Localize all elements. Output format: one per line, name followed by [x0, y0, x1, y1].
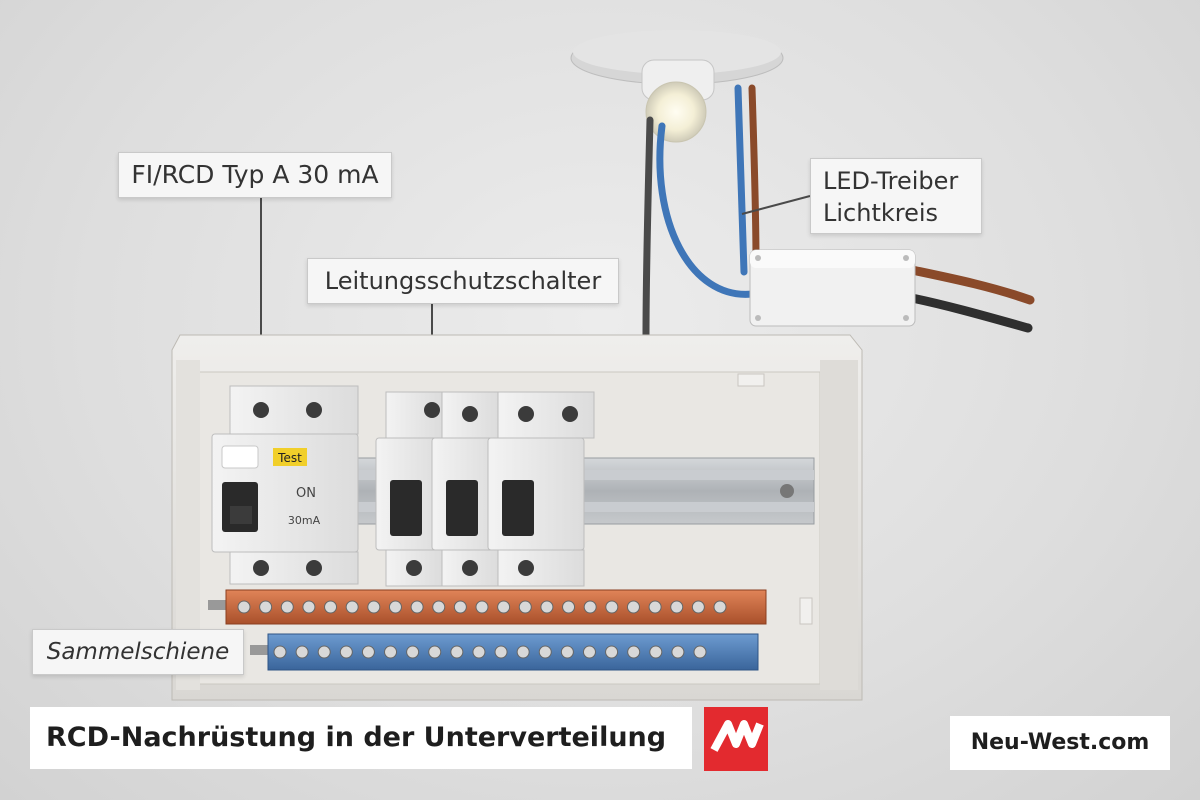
- busbar-screw: [362, 646, 374, 658]
- busbar-screw: [584, 601, 596, 613]
- busbar-screw: [389, 601, 401, 613]
- busbar-screw: [517, 646, 529, 658]
- busbar-screw: [671, 601, 683, 613]
- callout-rcd: FI/RCD Typ A 30 mA: [118, 152, 392, 198]
- busbar-screw: [473, 646, 485, 658]
- footer-site: Neu-West.com: [950, 716, 1170, 770]
- brand-logo-icon: [704, 707, 768, 771]
- busbar-screw: [583, 646, 595, 658]
- busbar-screw: [561, 646, 573, 658]
- busbar-screw: [519, 601, 531, 613]
- busbar-screw: [563, 601, 575, 613]
- busbar-screw: [650, 646, 662, 658]
- callout-led-driver: LED-Treiber Lichtkreis: [810, 158, 982, 234]
- busbar-screw: [274, 646, 286, 658]
- rcd-rating-label: 30mA: [288, 514, 321, 527]
- busbar-screw: [628, 646, 640, 658]
- busbar-screw: [498, 601, 510, 613]
- busbar-screw: [340, 646, 352, 658]
- busbar-screw: [281, 601, 293, 613]
- callout-mcb: Leitungsschutzschalter: [307, 258, 619, 304]
- rcd-test-label: Test: [277, 451, 302, 465]
- busbar-screw: [433, 601, 445, 613]
- callout-led-line1: LED-Treiber: [823, 165, 981, 197]
- callout-led-line2: Lichtkreis: [823, 197, 981, 229]
- busbar-screw: [692, 601, 704, 613]
- busbar-screw: [318, 646, 330, 658]
- busbar-screw: [627, 601, 639, 613]
- busbar-screw: [541, 601, 553, 613]
- busbar-screw: [451, 646, 463, 658]
- busbar-screw: [385, 646, 397, 658]
- rcd-on-label: ON: [296, 486, 316, 501]
- busbar-screw: [714, 601, 726, 613]
- busbar-screw: [649, 601, 661, 613]
- footer-title: RCD-Nachrüstung in der Unterverteilung: [30, 707, 692, 769]
- led-driver-box: [750, 250, 915, 326]
- busbar-screw: [694, 646, 706, 658]
- mcb-group: [376, 392, 594, 586]
- busbar-screw: [606, 601, 618, 613]
- busbar-screw: [476, 601, 488, 613]
- busbar-screw: [429, 646, 441, 658]
- callout-busbar: Sammelschiene: [32, 629, 244, 675]
- busbar-screw: [303, 601, 315, 613]
- rcd-device: Test ON 30mA: [212, 386, 358, 584]
- busbar-screw: [346, 601, 358, 613]
- busbar-screw: [411, 601, 423, 613]
- busbar-screw: [672, 646, 684, 658]
- busbar-screw: [539, 646, 551, 658]
- busbar-screw: [407, 646, 419, 658]
- busbar-screw: [296, 646, 308, 658]
- busbar-screw: [495, 646, 507, 658]
- mcb-3: [488, 392, 594, 586]
- busbar-screw: [606, 646, 618, 658]
- busbar-screw: [260, 601, 272, 613]
- busbar-screw: [238, 601, 250, 613]
- busbar-screw: [454, 601, 466, 613]
- busbar-screw: [325, 601, 337, 613]
- busbar-screw: [368, 601, 380, 613]
